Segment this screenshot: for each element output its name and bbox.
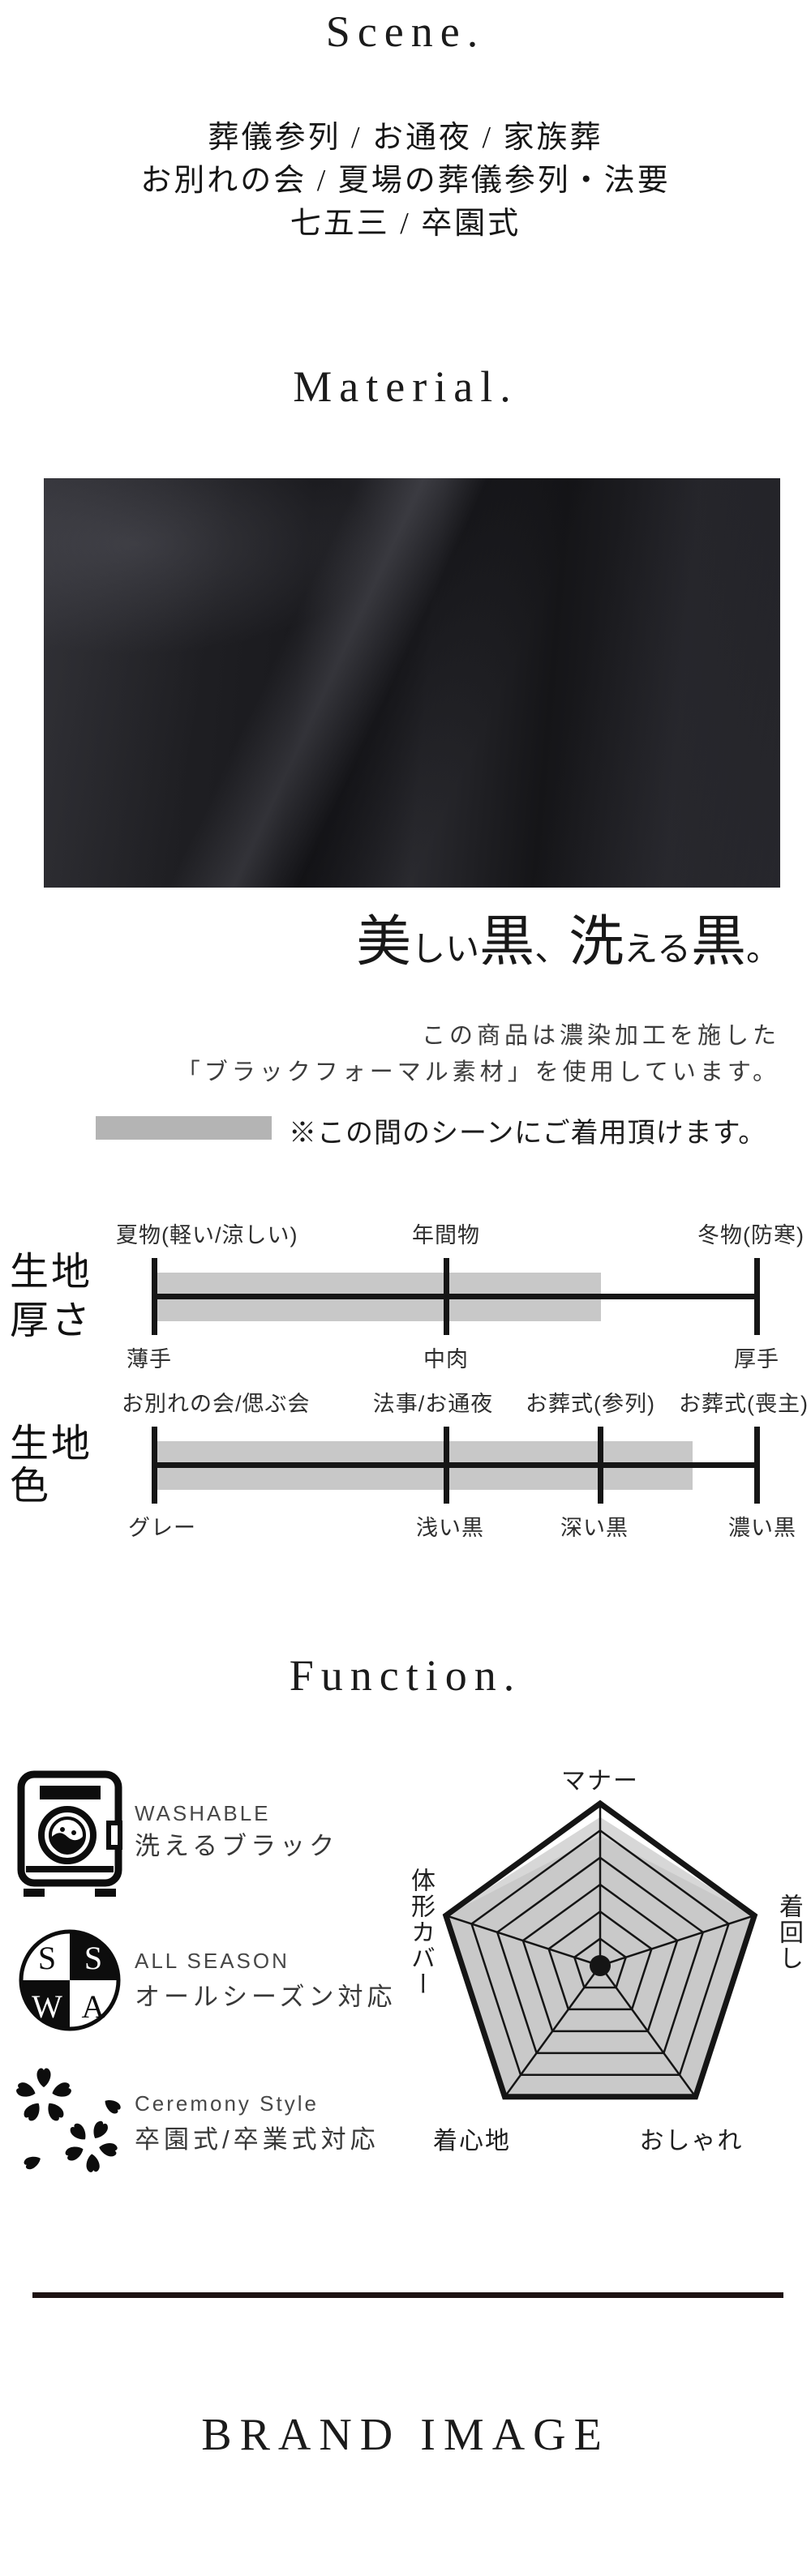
scale-bottom-label: 薄手 [127,1347,172,1371]
quadrant-letter: S [38,1940,56,1976]
scale-bottom-label: 浅い黒 [416,1516,484,1540]
axis-tick [152,1427,157,1504]
radar-chart [442,1799,758,2100]
headline-segment: 、 [534,931,569,969]
scale-bottom-label: 厚手 [734,1347,779,1371]
headline-segment: しい [411,931,480,969]
axis-tick [754,1427,760,1504]
scale-thickness-name: 生地 厚さ [10,1251,93,1342]
radar-axis-label: 着回し [775,1893,802,1971]
feature-en-label: Ceremony Style [135,2091,319,2116]
brand-image-heading: BRAND IMAGE [201,2410,610,2460]
feature-jp-label: オールシーズン対応 [135,1983,397,2011]
description-line: この商品は濃染加工を施した [421,1023,780,1049]
feature-en-label: ALL SEASON [135,1949,290,1973]
scale-top-label: お葬式(喪主) [679,1392,809,1416]
headline-segment: 黒 [479,911,535,973]
scale-bottom-label: 濃い黒 [728,1516,796,1540]
axis-tick [597,1427,603,1504]
legend-note: ※この間のシーンにご着用頂けます。 [289,1119,767,1149]
axis-tick [152,1258,157,1335]
scale-bottom-label: 中肉 [423,1347,469,1371]
legend-swatch [96,1116,272,1140]
fabric-photo [44,478,780,888]
scale-top-label: 年間物 [412,1223,480,1247]
quadrant-letter: A [82,1988,105,2025]
material-description: この商品は濃染加工を施した 「ブラックフォーマル素材」を使用しています。 [177,1018,780,1091]
description-line: 「ブラックフォーマル素材」を使用しています。 [176,1059,780,1085]
function-heading: Function. [289,1651,522,1700]
feature-jp-label: 洗えるブラック [135,1832,339,1860]
headline-segment: 黒 [690,911,746,973]
axis-line [154,1294,757,1299]
scale-top-label: 冬物(防寒) [697,1223,805,1247]
axis-tick [444,1427,450,1504]
axis-line [154,1462,757,1468]
radar-axis-label: おしゃれ [639,2128,744,2155]
axis-tick [754,1258,760,1335]
scale-bottom-label: 深い黒 [560,1516,629,1540]
section-divider [32,2292,783,2298]
radar-axis-label: マナー [561,1768,639,1795]
quadrant-letter: S [84,1940,102,1976]
sakura-icon [16,2068,121,2172]
scene-heading: Scene. [325,7,486,56]
scene-line: お別れの会 / 夏場の葬儀参列・法要 [140,164,671,198]
all-season-icon: S S W A [19,1929,121,2031]
headline: 美しい黒、洗える黒。 [356,896,780,977]
headline-segment: 洗 [569,911,624,973]
scale-bottom-label: グレー [128,1516,196,1540]
headline-segment: 。 [745,931,780,969]
axis-tick [444,1258,450,1335]
feature-jp-label: 卒園式/卒業式対応 [135,2125,380,2154]
scale-color-name: 生地 色 [10,1423,93,1508]
quadrant-letter: W [32,1988,62,2025]
scale-top-label: 法事/お通夜 [372,1392,494,1416]
material-heading: Material. [293,362,518,411]
scale-top-label: お別れの会/偲ぶ会 [122,1392,311,1416]
scene-line: 葬儀参列 / お通夜 / 家族葬 [208,121,603,155]
feature-en-label: WASHABLE [135,1801,271,1825]
scale-top-label: お葬式(参列) [526,1392,655,1416]
scene-list: 葬儀参列 / お通夜 / 家族葬 お別れの会 / 夏場の葬儀参列・法要 七五三 … [0,117,811,246]
radar-axis-label: 体形カバー [407,1868,434,1997]
thickness-axis [152,1258,760,1335]
radar-axis-label: 着心地 [433,2128,511,2155]
color-axis [152,1427,760,1504]
headline-segment: 美 [356,911,412,973]
headline-segment: える [624,931,691,969]
scene-line: 七五三 / 卒園式 [290,207,521,241]
washing-machine-icon [17,1770,122,1897]
scale-top-label: 夏物(軽い/涼しい) [116,1223,298,1247]
